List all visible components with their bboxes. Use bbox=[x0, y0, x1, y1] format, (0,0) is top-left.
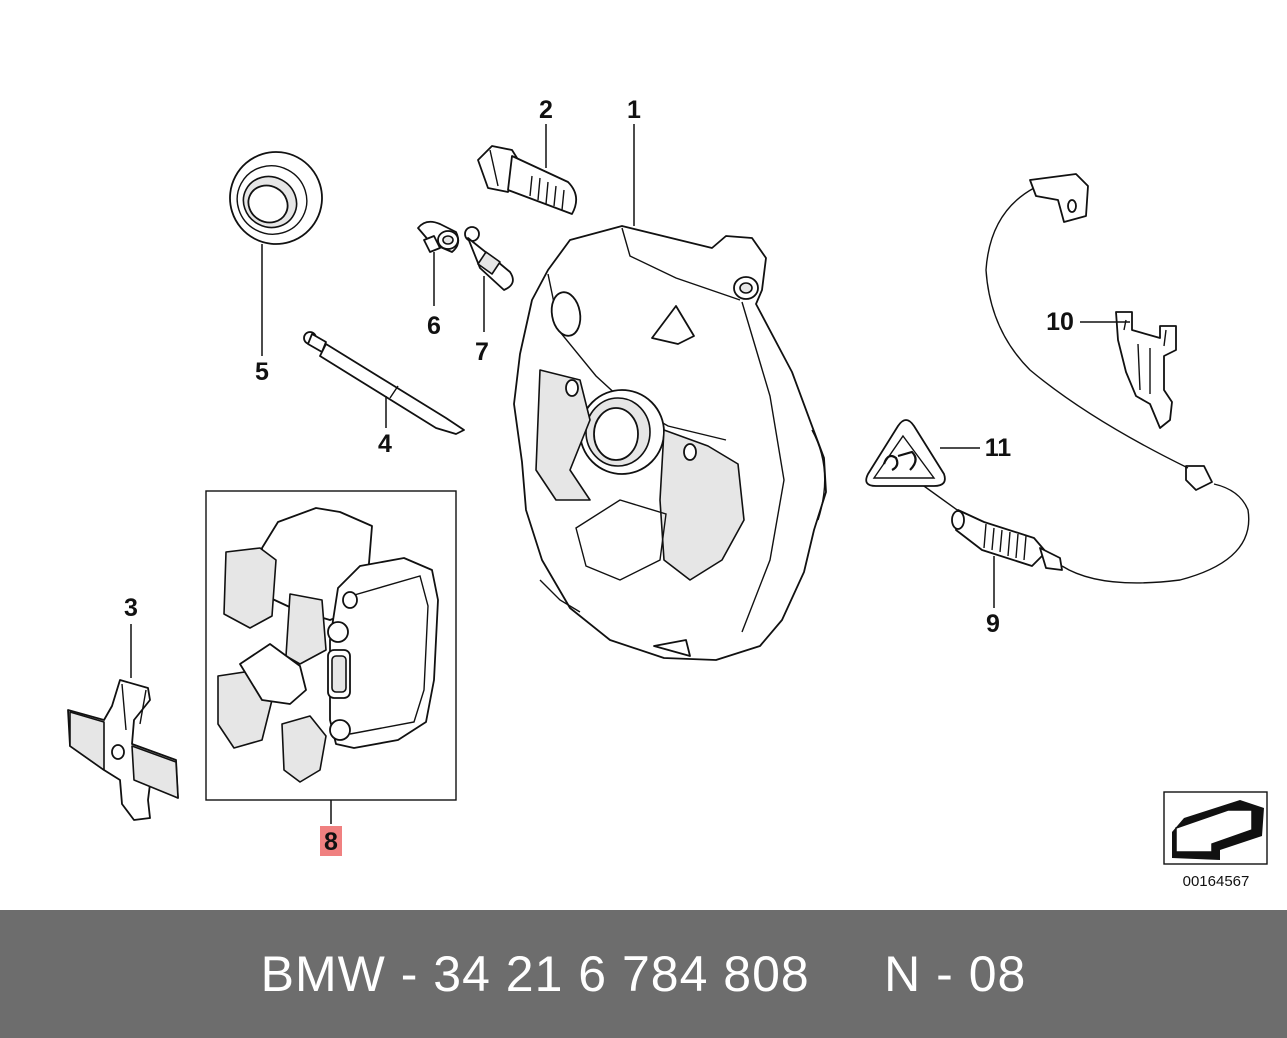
spring-clip-part bbox=[67, 679, 179, 821]
part-number-footer: BMW - 34 21 6 784 808 N - 08 bbox=[0, 910, 1287, 1038]
direction-arrow-box bbox=[1163, 791, 1268, 865]
arrow-icon bbox=[1175, 809, 1253, 853]
callout-1: 1 bbox=[627, 96, 641, 124]
callout-8-highlight bbox=[320, 826, 342, 856]
callout-9: 9 bbox=[986, 610, 1000, 638]
wear-sensor-part bbox=[909, 173, 1250, 584]
bolt-part bbox=[477, 145, 578, 215]
diagram-number: 00164567 bbox=[1183, 873, 1250, 890]
callout-10: 10 bbox=[1046, 308, 1074, 336]
callout-3: 3 bbox=[124, 594, 138, 622]
callout-5: 5 bbox=[255, 358, 269, 386]
brake-caliper-part bbox=[513, 225, 827, 661]
part-number-text: BMW - 34 21 6 784 808 N - 08 bbox=[260, 946, 1027, 1002]
guide-pin-part bbox=[303, 331, 465, 435]
sensor-bracket-part bbox=[1115, 311, 1177, 429]
callout-4: 4 bbox=[378, 430, 392, 458]
callout-11: 11 bbox=[985, 434, 1012, 462]
bleeder-valve-part bbox=[464, 226, 514, 291]
callout-7: 7 bbox=[475, 338, 489, 366]
callout-2: 2 bbox=[539, 96, 553, 124]
bleeder-cap-part bbox=[417, 220, 460, 253]
seal-ring-part bbox=[229, 151, 323, 245]
callout-6: 6 bbox=[427, 312, 441, 340]
warning-label-part bbox=[865, 419, 946, 487]
brake-pad-set-part bbox=[217, 507, 439, 783]
callout-8: 8 bbox=[324, 828, 338, 856]
parts-diagram: 1 2 3 4 5 6 7 8 9 10 11 00164567 bbox=[67, 96, 1268, 890]
